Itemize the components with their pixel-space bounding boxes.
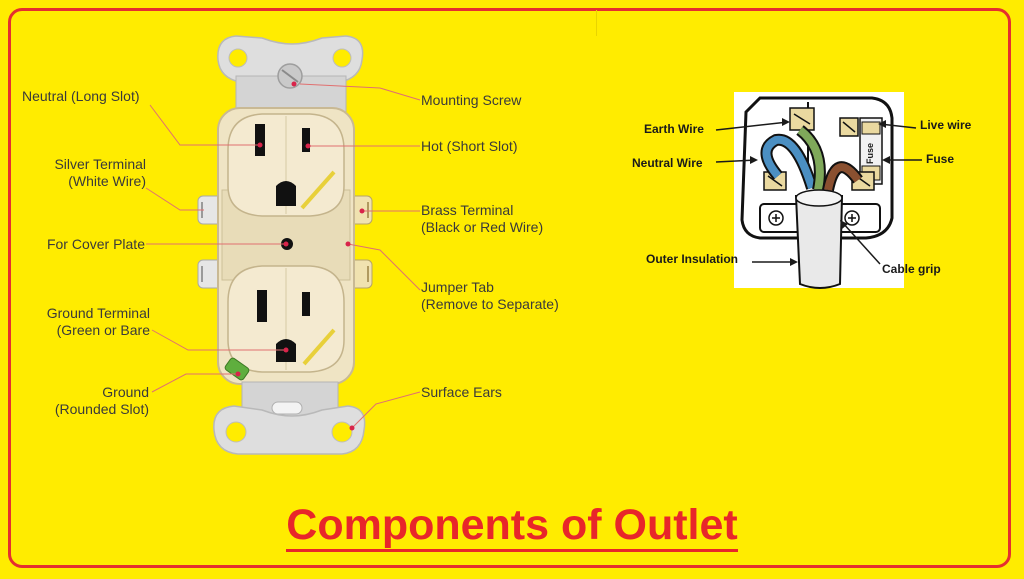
neutral-slot-upper [255,124,265,156]
lower-receptacle [227,265,345,373]
label-for-cover-plate: For Cover Plate [46,236,145,252]
label-cable-grip: Cable grip [882,262,941,276]
ground-terminal-screw [224,357,250,381]
bottom-mounting-strap [213,381,366,455]
label-brass-terminal: Brass Terminal (Black or Red Wire) [421,202,543,236]
earth-wire [797,126,824,191]
label-live-wire: Live wire [920,118,972,132]
label-brass-terminal-line2: (Black or Red Wire) [421,219,544,235]
label-silver-terminal-line1: Silver Terminal [54,156,146,172]
neutral-terminal [763,171,787,191]
label-jumper-tab-line1: Jumper Tab [421,279,494,295]
label-ground-rounded-slot: Ground (Rounded Slot) [55,384,149,418]
neutral-slot-lower [257,290,267,322]
label-ground-terminal-line1: Ground Terminal [46,305,150,321]
label-hot-short-slot: Hot (Short Slot) [421,138,518,154]
label-fuse-body: Fuse [865,142,875,164]
page-title: Components of Outlet [0,500,1024,552]
label-ground-line2: (Rounded Slot) [54,401,149,417]
label-ground-terminal-line2: (Green or Bare [56,322,150,338]
label-fuse: Fuse [926,152,955,166]
label-ground-terminal: Ground Terminal (Green or Bare [47,305,150,339]
plug-arrowheads [750,118,890,266]
label-silver-terminal: Silver Terminal (White Wire) [54,156,146,190]
label-jumper-tab: Jumper Tab (Remove to Separate) [421,279,559,313]
live-wire [824,163,862,191]
outlet-leader-lines [145,83,421,429]
plug-leader-lines [715,121,922,265]
hot-slot-lower [302,292,310,316]
label-mounting-screw: Mounting Screw [421,92,522,108]
neutral-wire [762,135,816,190]
label-jumper-tab-line2: (Remove to Separate) [421,296,559,312]
label-neutral-wire: Neutral Wire [632,156,703,170]
label-ground-line1: Ground [102,384,149,400]
hot-slot-upper [302,128,310,152]
label-outer-insulation: Outer Insulation [646,252,739,266]
fuse-holder [839,117,883,185]
border-frame [8,8,1011,568]
panel-divider [596,10,597,36]
label-neutral-long-slot: Neutral (Long Slot) [22,88,140,104]
ground-slot-upper [276,181,296,206]
label-earth-wire: Earth Wire [644,122,704,136]
label-silver-terminal-line2: (White Wire) [68,173,146,189]
upper-receptacle [227,113,345,217]
page-title-text: Components of Outlet [286,501,738,552]
plug-illustration [734,92,904,289]
earth-terminal [789,107,815,131]
top-mounting-strap [217,35,364,113]
outlet-callout-dots [235,81,365,431]
outer-insulation-cable [794,195,844,289]
label-surface-ears: Surface Ears [421,384,502,400]
label-brass-terminal-line1: Brass Terminal [421,202,514,218]
